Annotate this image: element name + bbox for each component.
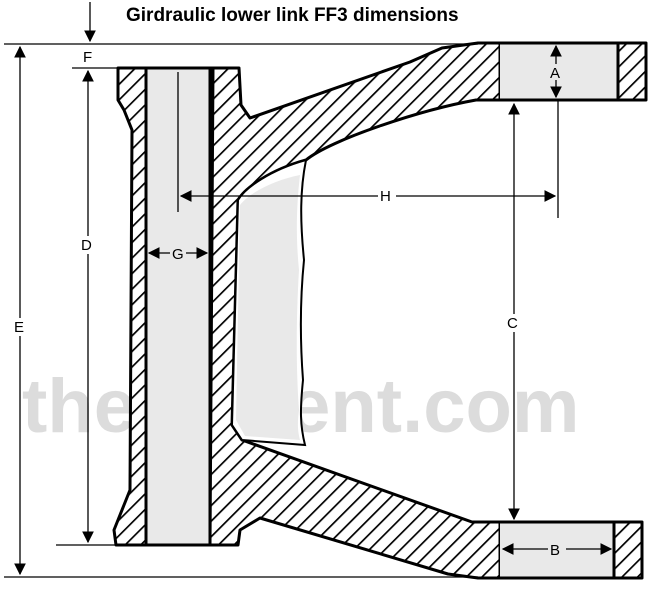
- dimension-g-label: G: [172, 246, 184, 263]
- link-body: [112, 41, 648, 580]
- tube-left-wall: [112, 66, 148, 547]
- dimension-a-label: A: [550, 65, 560, 82]
- dimension-f-label: F: [83, 49, 92, 66]
- dimension-lines: E F D G H C A B: [4, 2, 613, 578]
- diagram-title: Girdraulic lower link FF3 dimensions: [126, 5, 459, 26]
- top-eye-right-wall: [616, 41, 648, 102]
- dimension-b-label: B: [550, 542, 560, 559]
- dimension-d-label: D: [81, 237, 92, 254]
- bottom-eye-right-wall: [612, 520, 644, 580]
- cavity-shading: [236, 175, 300, 440]
- dimension-e-label: E: [14, 319, 24, 336]
- dimension-h-label: H: [380, 188, 391, 205]
- dimension-c-label: C: [507, 315, 518, 332]
